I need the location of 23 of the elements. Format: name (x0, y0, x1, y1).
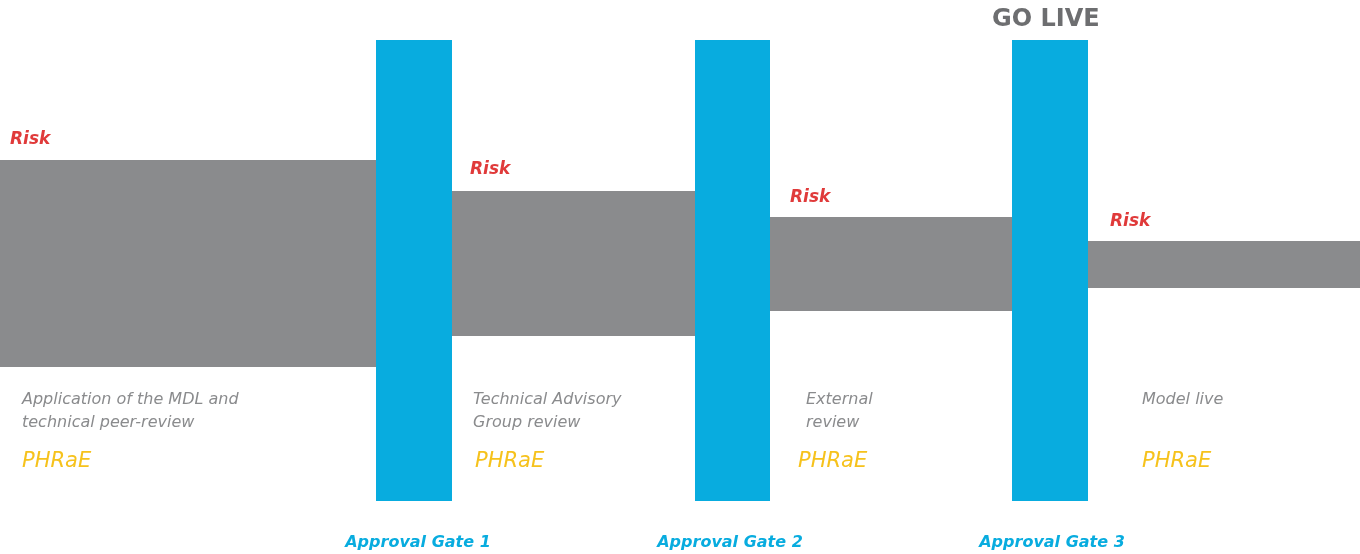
phase-label: PHRaE (475, 448, 545, 472)
risk-band (770, 217, 1012, 311)
risk-label: Risk (1110, 210, 1151, 230)
phase-label: PHRaE (22, 448, 92, 472)
risk-label: Risk (790, 186, 831, 206)
stage-description: Model live (1142, 388, 1225, 410)
gate-bar (376, 40, 452, 501)
gate-bar (1012, 40, 1088, 501)
risk-band (1088, 241, 1360, 288)
milestone-label: GO LIVE (992, 4, 1100, 32)
risk-band (0, 160, 377, 367)
gate-bar (695, 40, 770, 501)
stage-description: Application of the MDL and technical peer-review (22, 388, 240, 433)
risk-label: Risk (470, 158, 511, 178)
phase-label: PHRaE (1142, 448, 1212, 472)
stage-description: External review (806, 388, 874, 433)
stage-description: Technical Advisory Group review (473, 388, 623, 433)
risk-label: Risk (10, 128, 51, 148)
risk-band (452, 191, 695, 336)
gate-label: Approval Gate 2 (655, 532, 804, 551)
phase-label: PHRaE (798, 448, 868, 472)
gate-label: Approval Gate 1 (343, 532, 492, 551)
gate-label: Approval Gate 3 (977, 532, 1126, 551)
